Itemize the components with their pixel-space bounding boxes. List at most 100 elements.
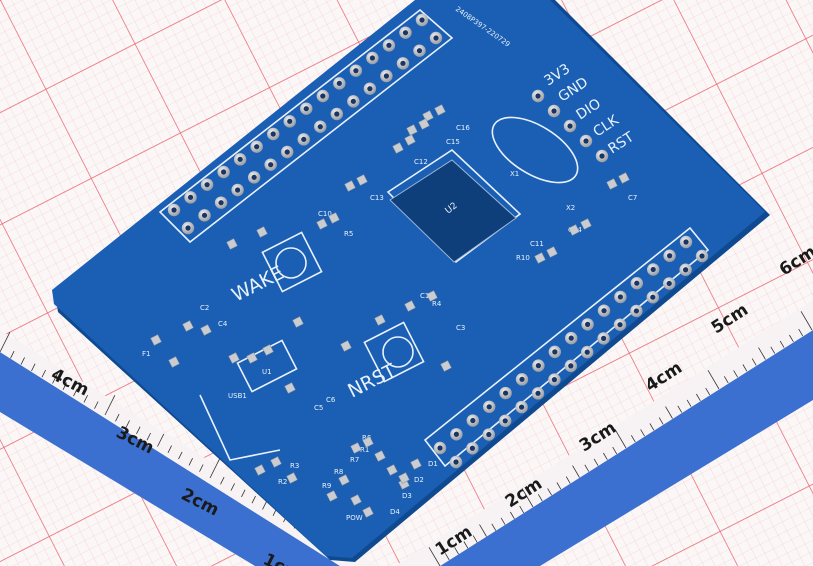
smd-pad [254,464,266,476]
ruler-left-tick [199,464,204,472]
smd-pad [362,436,374,448]
header-side-pad-hole [551,108,557,114]
label-c4: C4 [218,320,228,328]
header-top-pad-hole [336,80,342,86]
ruler-right-tick [798,328,804,337]
header-bottom-pad-hole [601,308,607,314]
smd-pad [606,178,618,190]
label-r8: R8 [334,468,343,476]
ruler-left-tick [10,350,15,359]
ruler-right-tick [463,541,469,549]
header-bottom-pad-hole [437,445,443,451]
ruler-right-tick [640,429,645,437]
label-u1: U1 [262,368,272,376]
smd-pad [344,180,356,192]
smd-pad [350,494,362,506]
header-top-pad-hole [369,55,375,61]
smd-pad [270,456,282,468]
smd-pad [356,174,368,186]
ruler-left-tick [241,489,246,498]
smd-pad [286,472,298,484]
header-top-pad-hole [254,144,260,150]
label-c3: C3 [456,324,465,332]
header-side-pad-hole [599,153,605,159]
ruler-right-tick [428,547,441,566]
ruler-left-tick [230,483,235,491]
smd-pad [328,212,340,224]
label-d3: D3 [402,492,412,500]
label-r5: R5 [344,230,353,238]
smd-pad [398,472,410,484]
ruler-right-ticks [428,311,813,566]
ruler-right-scale [395,300,813,566]
pin-header-bottom [433,235,709,469]
ruler-right-tick [658,417,664,425]
label-f1: F1 [142,350,150,358]
label-c7: C7 [628,194,637,202]
ruler-left-tick [146,432,151,441]
ruler-left-tick [52,370,60,384]
header-top-pad-hole [383,73,389,79]
smd-pad [374,314,386,326]
header-top-pad-hole [251,174,257,180]
ruler-left-tick [157,433,165,447]
ruler-right-tick [444,553,450,561]
label-r3: R3 [290,462,299,470]
ruler-left-tick [115,413,120,422]
smd-pad [340,340,352,352]
ruler-left-tick [125,420,130,428]
silkscreen-outlines [158,8,710,468]
smd-pad [338,474,350,486]
ruler-right-tick [521,488,534,508]
header-bottom-pad-hole [453,459,459,465]
smd-pad [326,490,338,502]
ruler-right-tick [510,511,515,520]
header-top-pad-hole [218,200,224,206]
label-r10: R10 [516,254,530,262]
ruler-right-tick [479,524,487,537]
pin-header-side [531,89,609,163]
smd-pad [168,356,180,368]
label-c16: C16 [456,124,470,132]
header-top-pad-hole [367,86,373,92]
header-top-pad-hole [221,169,227,175]
header-bottom-pad-hole [551,377,558,383]
header-top-pad-hole [270,131,276,137]
smd-pad [580,218,592,230]
ruler-right-tick [584,464,590,472]
ruler-right-tick [519,505,525,514]
label-c6: C6 [326,396,336,404]
ruler-right-tick [707,370,720,390]
smd-pad [246,352,258,364]
header-top-pad-hole [386,42,392,48]
header-top-pad-hole [237,156,243,162]
ruler-right-tick [537,494,543,502]
ruler-right-tick [742,364,748,372]
ruler-right-tick [649,423,655,431]
smd-pad [200,324,212,336]
label-c10: C10 [318,210,332,218]
header-bottom-pad-hole [535,390,541,396]
ruler-right-tick [696,393,701,402]
header-top-pad-hole [268,162,274,168]
ruler-right-tick [603,452,608,461]
smd-pad [618,172,630,184]
ruler-left-tick [20,357,25,365]
header-top-pad-hole [419,17,425,23]
ruler-right-tick [665,406,673,419]
header-bottom-pad-hole [585,321,591,327]
smd-pads [150,104,630,518]
label-usb1: USB1 [228,392,247,400]
header-top-pad-hole [171,207,177,213]
header-bottom-pad-hole [519,376,525,382]
header-bottom-pad-hole [699,253,705,259]
label-c12: C12 [414,158,428,166]
smd-pad [350,442,362,454]
header-top-pad-hole [235,187,241,193]
header-bottom-pad-hole [666,280,672,287]
ruler-right-tick [733,370,738,378]
header-top-pad-hole [303,106,309,112]
header-top-pad-hole [201,212,208,218]
smd-pad [182,320,194,332]
ruler-right-tick [491,523,497,531]
